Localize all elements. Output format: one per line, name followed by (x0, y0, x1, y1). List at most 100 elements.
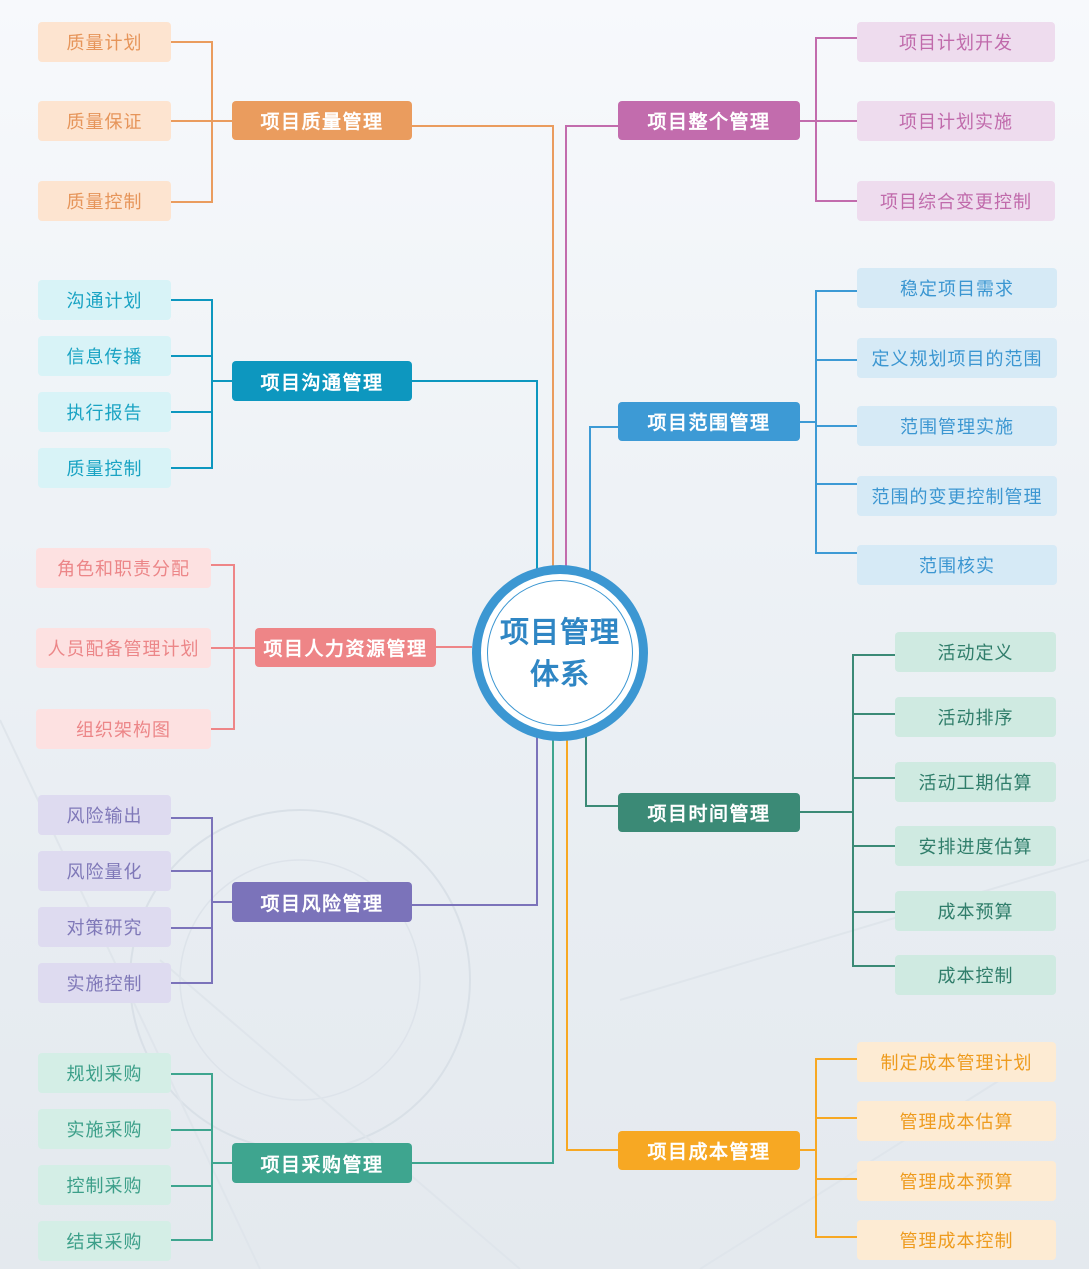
leaf-label: 稳定项目需求 (900, 279, 1014, 300)
branch-label: 项目整个管理 (647, 111, 771, 133)
leaf-cost-3[interactable]: 管理成本控制 (857, 1220, 1056, 1260)
leaf-label: 质量计划 (66, 33, 143, 54)
cost-connectors (566, 740, 857, 1238)
leaf-label: 项目计划实施 (899, 112, 1013, 133)
time-connectors (585, 654, 895, 967)
leaf-scope-4[interactable]: 范围核实 (857, 545, 1057, 585)
leaf-label: 活动排序 (937, 708, 1014, 729)
leaf-label: 实施采购 (66, 1120, 143, 1141)
leaf-time-2[interactable]: 活动工期估算 (895, 762, 1056, 802)
leaf-communication-1[interactable]: 信息传播 (38, 336, 171, 376)
leaf-label: 质量控制 (66, 459, 143, 480)
leaf-hr-2[interactable]: 组织架构图 (36, 709, 211, 749)
leaf-communication-0[interactable]: 沟通计划 (38, 280, 171, 320)
leaf-label: 执行报告 (66, 403, 143, 424)
branch-procurement[interactable]: 项目采购管理 (232, 1143, 412, 1183)
leaf-label: 成本预算 (937, 902, 1014, 923)
branch-label: 项目风险管理 (260, 892, 384, 915)
branch-quality[interactable]: 项目质量管理 (232, 101, 412, 140)
branch-label: 项目质量管理 (260, 111, 384, 133)
leaf-communication-3[interactable]: 质量控制 (38, 448, 171, 488)
hr-connectors (211, 564, 472, 730)
center-inner-ring (487, 580, 633, 726)
leaf-quality-0[interactable]: 质量计划 (38, 22, 171, 62)
leaf-label: 成本控制 (937, 966, 1014, 987)
branch-label: 项目采购管理 (260, 1153, 384, 1176)
quality-connectors (171, 41, 554, 570)
branch-hr[interactable]: 项目人力资源管理 (255, 628, 436, 667)
integration-connectors (565, 37, 857, 570)
branch-label: 项目沟通管理 (260, 371, 384, 394)
leaf-procurement-0[interactable]: 规划采购 (38, 1053, 171, 1093)
leaf-scope-1[interactable]: 定义规划项目的范围 (857, 338, 1057, 378)
leaf-risk-2[interactable]: 对策研究 (38, 907, 171, 947)
leaf-cost-0[interactable]: 制定成本管理计划 (857, 1042, 1056, 1082)
leaf-procurement-1[interactable]: 实施采购 (38, 1109, 171, 1149)
risk-connectors (171, 736, 538, 984)
branch-label: 项目人力资源管理 (263, 638, 428, 660)
leaf-risk-0[interactable]: 风险输出 (38, 795, 171, 835)
leaf-hr-1[interactable]: 人员配备管理计划 (36, 628, 211, 668)
leaf-integration-1[interactable]: 项目计划实施 (857, 101, 1055, 141)
branch-label: 项目成本管理 (647, 1141, 771, 1163)
leaf-label: 范围管理实施 (900, 417, 1014, 438)
leaf-label: 项目综合变更控制 (880, 192, 1032, 213)
scope-connectors (589, 290, 857, 575)
branch-scope[interactable]: 项目范围管理 (618, 402, 800, 441)
branch-time[interactable]: 项目时间管理 (618, 793, 800, 832)
leaf-label: 质量保证 (66, 112, 143, 133)
procurement-connectors (171, 740, 554, 1241)
leaf-label: 项目计划开发 (899, 33, 1013, 54)
leaf-procurement-2[interactable]: 控制采购 (38, 1165, 171, 1205)
leaf-integration-0[interactable]: 项目计划开发 (857, 22, 1055, 62)
leaf-integration-2[interactable]: 项目综合变更控制 (857, 181, 1055, 221)
leaf-hr-0[interactable]: 角色和职责分配 (36, 548, 211, 588)
leaf-label: 活动工期估算 (918, 773, 1033, 794)
leaf-label: 活动定义 (937, 643, 1014, 664)
branch-communication[interactable]: 项目沟通管理 (232, 361, 412, 401)
leaf-label: 质量控制 (66, 192, 143, 213)
leaf-communication-2[interactable]: 执行报告 (38, 392, 171, 432)
leaf-label: 管理成本控制 (899, 1231, 1014, 1252)
leaf-time-1[interactable]: 活动排序 (895, 697, 1056, 737)
center-node[interactable]: 项目管理体系 (472, 565, 648, 741)
leaf-label: 范围核实 (919, 556, 995, 577)
leaf-label: 对策研究 (66, 918, 143, 939)
leaf-time-5[interactable]: 成本控制 (895, 955, 1056, 995)
leaf-label: 实施控制 (66, 974, 143, 995)
leaf-risk-1[interactable]: 风险量化 (38, 851, 171, 891)
leaf-label: 制定成本管理计划 (880, 1053, 1033, 1074)
leaf-time-3[interactable]: 安排进度估算 (895, 826, 1056, 866)
leaf-label: 定义规划项目的范围 (871, 349, 1043, 370)
leaf-label: 规划采购 (66, 1064, 143, 1085)
communication-connectors (171, 299, 538, 575)
leaf-risk-3[interactable]: 实施控制 (38, 963, 171, 1003)
leaf-label: 安排进度估算 (918, 837, 1033, 858)
branch-cost[interactable]: 项目成本管理 (618, 1131, 800, 1170)
leaf-scope-2[interactable]: 范围管理实施 (857, 406, 1057, 446)
leaf-cost-2[interactable]: 管理成本预算 (857, 1161, 1056, 1201)
leaf-label: 角色和职责分配 (57, 559, 190, 580)
leaf-label: 范围的变更控制管理 (871, 487, 1043, 508)
leaf-label: 结束采购 (66, 1232, 143, 1253)
leaf-label: 风险量化 (66, 862, 143, 883)
leaf-scope-0[interactable]: 稳定项目需求 (857, 268, 1057, 308)
leaf-label: 控制采购 (66, 1176, 143, 1197)
leaf-time-0[interactable]: 活动定义 (895, 632, 1056, 672)
leaf-label: 管理成本估算 (899, 1112, 1014, 1133)
leaf-label: 沟通计划 (66, 291, 143, 312)
branch-integration[interactable]: 项目整个管理 (618, 101, 800, 140)
branch-label: 项目时间管理 (647, 803, 771, 825)
leaf-scope-3[interactable]: 范围的变更控制管理 (857, 476, 1057, 516)
leaf-cost-1[interactable]: 管理成本估算 (857, 1101, 1056, 1141)
leaf-quality-2[interactable]: 质量控制 (38, 181, 171, 221)
leaf-procurement-3[interactable]: 结束采购 (38, 1221, 171, 1261)
leaf-label: 管理成本预算 (899, 1172, 1014, 1193)
leaf-label: 风险输出 (66, 806, 143, 827)
leaf-quality-1[interactable]: 质量保证 (38, 101, 171, 141)
branch-label: 项目范围管理 (647, 412, 771, 434)
leaf-time-4[interactable]: 成本预算 (895, 891, 1056, 931)
leaf-label: 信息传播 (66, 347, 143, 368)
branch-risk[interactable]: 项目风险管理 (232, 882, 412, 922)
